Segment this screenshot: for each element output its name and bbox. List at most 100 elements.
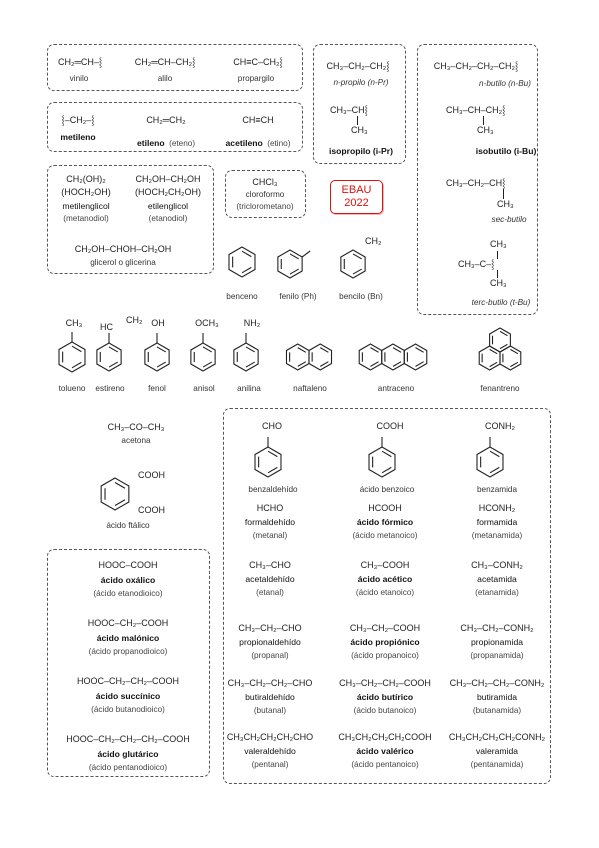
- diacid-formula: HOOC–COOH: [98, 560, 158, 570]
- isobutilo-bond: [483, 116, 484, 125]
- vinilo-formula: CH₂═CH–⸾: [57, 57, 103, 67]
- anilina-substituent: NH₂: [243, 318, 261, 328]
- double-bond: [489, 361, 498, 368]
- carbonyl-name: ácido propiónico: [350, 637, 420, 647]
- carbonyl-iupac: (ácido pentanoico): [351, 760, 419, 769]
- carbonyl-iupac: (ácido metanoico): [352, 531, 418, 540]
- metileno-formula: ⸾–CH₂–⸾: [61, 115, 95, 125]
- double-bond: [381, 466, 392, 474]
- benzene-ring: [144, 342, 170, 372]
- benzene-ring: [340, 249, 366, 279]
- carbonyl-iupac: (propanal): [251, 651, 289, 660]
- fused-ring: [489, 327, 511, 353]
- carbonyl-name: butiraldehído: [245, 692, 295, 702]
- diacid-formula: HOOC–CH₂–CH₂–COOH: [76, 676, 180, 686]
- anilina-label: anilina: [237, 384, 261, 393]
- diacid-name: ácido oxálico: [100, 575, 156, 585]
- carbonyl-iupac: (ácido etanoico): [355, 588, 415, 597]
- carbonyl-name: butiramida: [476, 692, 518, 702]
- double-bond: [267, 450, 278, 458]
- double-bond: [297, 347, 307, 353]
- benzoico-label: ácido benzoico: [359, 485, 415, 494]
- bencilo-substituent: CH₂: [365, 236, 382, 246]
- acetona-formula: CH₃–CO–CH₃: [107, 422, 165, 432]
- npropilo-formula: CH₃–CH₂–CH₂⸾: [326, 61, 390, 71]
- double-bond: [114, 482, 126, 489]
- double-bond: [156, 361, 167, 368]
- carbonyl-iupac: (etanamida): [475, 588, 519, 597]
- bencilo-label: bencilo (Bn): [339, 292, 383, 301]
- ftalico-sub1: COOH: [138, 470, 165, 480]
- carbonyl-formula: CH₃CH₂CH₂CH₂CHO: [226, 732, 314, 742]
- diacid-iupac: (ácido pentanodioico): [88, 763, 168, 772]
- double-bond: [267, 466, 278, 474]
- etilenglicol-name: etilenglicol: [147, 201, 189, 211]
- carbonyl-name: valeraldehído: [244, 746, 296, 756]
- tercbutilo-formula-top: CH₃: [490, 239, 507, 249]
- acetileno-formula: CH≡CH: [242, 115, 274, 125]
- carbonyl-name: formaldehído: [244, 517, 296, 527]
- benzene-ring: [58, 341, 86, 373]
- isopropilo-label: isopropilo (i-Pr): [329, 146, 393, 156]
- carbonyl-formula: CH₃–CH₂–CH₂–COOH: [339, 678, 431, 688]
- double-bond: [202, 346, 213, 353]
- double-bond: [352, 268, 363, 275]
- methylene-box: [47, 102, 303, 152]
- glycol-box: [47, 165, 214, 274]
- diacid-name: ácido malónico: [96, 633, 160, 643]
- carbonyl-iupac: (metanamida): [471, 531, 523, 540]
- carbonyl-name: acetamida: [477, 574, 517, 584]
- etilenglicol-formula-alt: (HOCH₂CH₂OH): [135, 187, 201, 197]
- benceno-label: benceno: [226, 292, 258, 301]
- double-bond: [156, 346, 167, 353]
- carbonyl-formula: CH₃–CHO: [249, 560, 291, 570]
- double-bond: [510, 361, 519, 368]
- carbonyl-iupac: (ácido propanoico): [351, 651, 419, 660]
- carbonyl-name: ácido butírico: [356, 692, 414, 702]
- carbonyl-formula: CH₃–CH₂–CHO: [238, 623, 302, 633]
- ftalico-sub2: COOH: [138, 505, 165, 515]
- isobutilo-formula-top: CH₃–CH–CH₂⸾: [446, 105, 506, 115]
- double-bond: [370, 361, 379, 367]
- radicals-box-vinyl: [47, 44, 303, 91]
- carbonyl-box: [223, 408, 551, 784]
- carbonyl-formula: CH₃–CH₂–CH₂–CHO: [227, 678, 313, 688]
- isobutilo-label: isobutilo (i-Bu): [475, 146, 537, 156]
- glicerol-name: glicerol o glicerina: [90, 258, 156, 267]
- metileno-name: metileno: [60, 132, 96, 142]
- etileno-label: etileno (eteno): [137, 132, 195, 151]
- double-bond: [289, 253, 300, 260]
- fenantreno-label: fenantreno: [480, 384, 520, 393]
- nbutilo-label: n-butilo (n-Bu): [479, 79, 531, 88]
- diacid-formula: HOOC–CH₂–CH₂–CH₂–COOH: [66, 734, 190, 744]
- carbonyl-name: propionaldehído: [239, 637, 301, 647]
- carbonyl-iupac: (butanamida): [472, 706, 522, 715]
- double-bond: [241, 266, 252, 274]
- secbutilo-label: sec-butilo: [491, 215, 527, 224]
- secbutilo-formula-top: CH₃–CH₂–CH⸾: [446, 178, 506, 188]
- estireno-label: estireno: [95, 384, 125, 393]
- tercbutilo-formula-bottom: CH₃: [490, 278, 507, 288]
- benzoico-substituent: COOH: [376, 421, 404, 431]
- carbonyl-formula: HCOOH: [368, 503, 402, 513]
- propyl-box: [313, 44, 406, 164]
- diacid-iupac: (ácido butanodioico): [91, 705, 165, 714]
- isopropilo-formula-top: CH₃–CH⸾: [330, 105, 368, 115]
- double-bond: [392, 361, 402, 367]
- carbonyl-name: ácido fórmico: [356, 517, 414, 527]
- benzene-ring: [228, 246, 256, 278]
- carbonyl-formula: CH₃–CH₂–CONH₂: [460, 623, 534, 633]
- tercbutilo-label: terc-butilo (t-Bu): [471, 298, 531, 307]
- butyl-box: [417, 44, 538, 315]
- vinilo-label: vinilo: [69, 74, 89, 83]
- carbonyl-name: propionamida: [470, 637, 524, 647]
- anisol-substituent: OCH₃: [195, 318, 219, 328]
- carbonyl-formula: CH₃CH₂CH₂CH₂COOH: [338, 732, 432, 742]
- double-bond: [489, 348, 498, 355]
